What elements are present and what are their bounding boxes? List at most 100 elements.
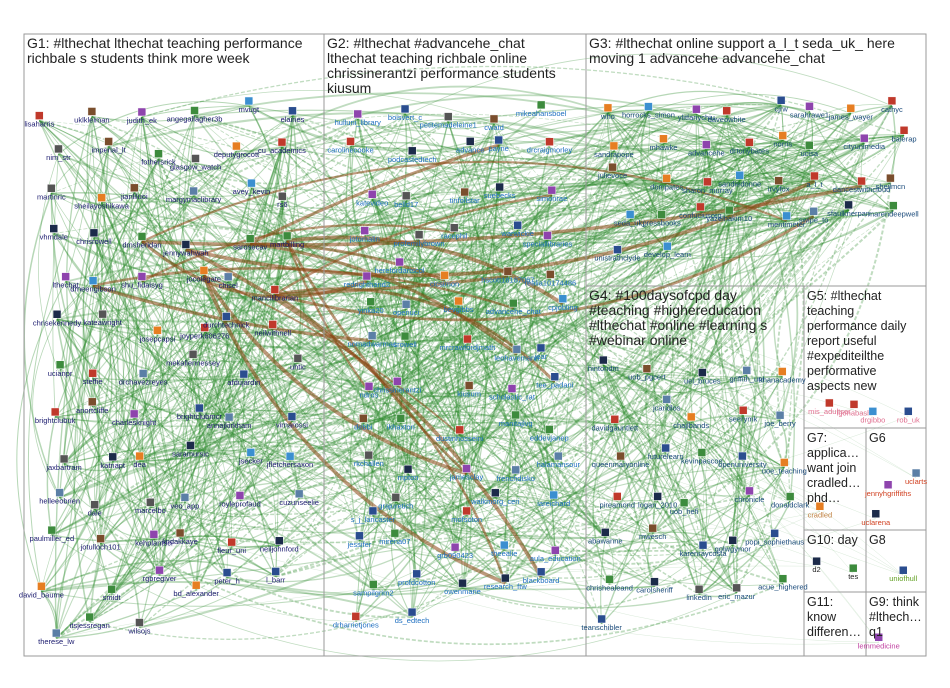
- node-g4[interactable]: khanacademy: [759, 367, 806, 384]
- node-label: tee_padani: [536, 381, 573, 390]
- node-g5[interactable]: rob_uk: [897, 407, 920, 424]
- node-g6[interactable]: uclarts: [905, 469, 927, 486]
- node-label: carolsheriff: [636, 586, 673, 595]
- avatar-icon: [365, 382, 373, 390]
- node-label: uob_hefi: [670, 507, 699, 516]
- node-g1[interactable]: mvugt: [239, 97, 260, 114]
- node-g2[interactable]: grajuretich: [378, 493, 413, 510]
- node-g3[interactable]: mhawke: [650, 135, 678, 152]
- node-g3[interactable]: james_wayer: [828, 104, 874, 121]
- node-g1[interactable]: neiljohnford: [260, 537, 299, 554]
- node-label: khanacademy: [759, 375, 806, 384]
- node-g4[interactable]: uoe_teaching: [762, 458, 807, 475]
- group-title-g4-line: #webinar online: [589, 332, 687, 348]
- node-g10[interactable]: tes: [848, 564, 858, 581]
- node-label: uklkleiman: [74, 115, 109, 124]
- node-label: cpjobling: [548, 303, 578, 312]
- avatar-icon: [35, 112, 43, 120]
- node-g1[interactable]: deputygrocott: [214, 142, 260, 159]
- node-g3[interactable]: norris: [773, 132, 792, 149]
- node-g1[interactable]: uklkleiman: [74, 107, 109, 124]
- edge: [251, 457, 879, 642]
- node-g2[interactable]: drcraigmorley: [527, 138, 573, 155]
- avatar-icon: [455, 297, 463, 305]
- node-g2[interactable]: sampilgrim2: [353, 580, 393, 597]
- node-g3[interactable]: cjrw: [774, 96, 788, 113]
- node-label: redrighthand2: [344, 280, 390, 289]
- avatar-icon: [845, 201, 853, 209]
- avatar-icon: [900, 126, 908, 134]
- node-g1[interactable]: elaines: [281, 107, 305, 124]
- node-label: steffie: [83, 377, 103, 386]
- node-g4[interactable]: popi_sophiethaus: [745, 529, 804, 546]
- node-g4[interactable]: teanschibler: [581, 615, 622, 632]
- avatar-icon: [392, 493, 400, 501]
- avatar-icon: [62, 273, 70, 281]
- avatar-icon: [222, 313, 230, 321]
- avatar-icon: [899, 566, 907, 574]
- avatar-icon: [413, 570, 421, 578]
- avatar-icon: [146, 498, 154, 506]
- node-g4[interactable]: queenmaryonline: [592, 452, 650, 469]
- node-label: fleur_uni: [217, 546, 246, 555]
- avatar-icon: [186, 441, 194, 449]
- node-label: shu_fidaisyg: [121, 281, 163, 290]
- group-title-g8-line: G8: [869, 533, 886, 547]
- node-g1[interactable]: vhmdale: [40, 225, 68, 242]
- node-g1[interactable]: martinric: [37, 184, 66, 201]
- node-g4[interactable]: chrishealeand: [586, 575, 633, 592]
- node-g2[interactable]: mikeahansboel: [516, 101, 567, 118]
- node-g3[interactable]: cathyc: [881, 97, 903, 114]
- avatar-icon: [246, 235, 254, 243]
- avatar-icon: [369, 580, 377, 588]
- avatar-icon: [224, 273, 232, 281]
- avatar-icon: [88, 398, 96, 406]
- node-g1[interactable]: lisaharris: [24, 112, 54, 129]
- avatar-icon: [90, 229, 98, 237]
- node-label: charlesknight: [112, 418, 157, 427]
- node-g1[interactable]: rgbregiver: [143, 566, 177, 583]
- node-g1[interactable]: judith_ek: [126, 108, 157, 125]
- avatar-icon: [745, 487, 753, 495]
- group-title-g5-line: report useful: [807, 334, 876, 348]
- node-g1[interactable]: kateawright: [83, 310, 122, 327]
- node-g1[interactable]: margymaclibrary: [166, 187, 222, 204]
- node-g10[interactable]: d2: [812, 557, 820, 574]
- node-g4[interactable]: acue_highered: [758, 575, 808, 592]
- node-label: saramursic: [172, 449, 209, 458]
- node-g3[interactable]: drtonybates: [730, 138, 769, 155]
- avatar-icon: [512, 411, 520, 419]
- node-label: uob_pgcert: [628, 373, 666, 382]
- avatar-icon: [47, 184, 55, 192]
- avatar-icon: [236, 491, 244, 499]
- avatar-icon: [369, 507, 377, 515]
- node-g1[interactable]: angegallagher3b: [167, 107, 223, 124]
- avatar-icon: [847, 104, 855, 112]
- node-g1[interactable]: rs6: [277, 192, 287, 209]
- node-g1[interactable]: paulmiller_ed: [30, 526, 75, 543]
- avatar-icon: [613, 246, 621, 254]
- node-label: dustinhosseini: [436, 434, 484, 443]
- avatar-icon: [696, 203, 704, 211]
- node-label: herefordartscol: [375, 266, 425, 275]
- node-label: teanschibler: [581, 623, 622, 632]
- avatar-icon: [858, 177, 866, 185]
- group-title-g10-line: G10: day: [807, 533, 858, 547]
- avatar-icon: [463, 335, 471, 343]
- node-label: uclarena: [861, 518, 891, 527]
- node-label: mikeahansboel: [516, 109, 567, 118]
- node-g1[interactable]: itsjessregan: [70, 613, 110, 630]
- node-label: jfletchersaxon: [266, 460, 313, 469]
- node-g3[interactable]: sheilmcn: [876, 174, 906, 191]
- node-label: ikhaxton: [387, 422, 415, 431]
- avatar-icon: [729, 536, 737, 544]
- group-title-g3-line: G3: #lthechat online support a_l_t seda_…: [589, 35, 895, 51]
- node-label: jessifer: [347, 540, 372, 549]
- node-g2[interactable]: drharrietjones: [333, 612, 379, 629]
- node-label: simonrae: [536, 194, 567, 203]
- avatar-icon: [86, 613, 94, 621]
- avatar-icon: [463, 507, 471, 515]
- node-label: carolinecooke: [327, 145, 373, 154]
- avatar-icon: [367, 298, 375, 306]
